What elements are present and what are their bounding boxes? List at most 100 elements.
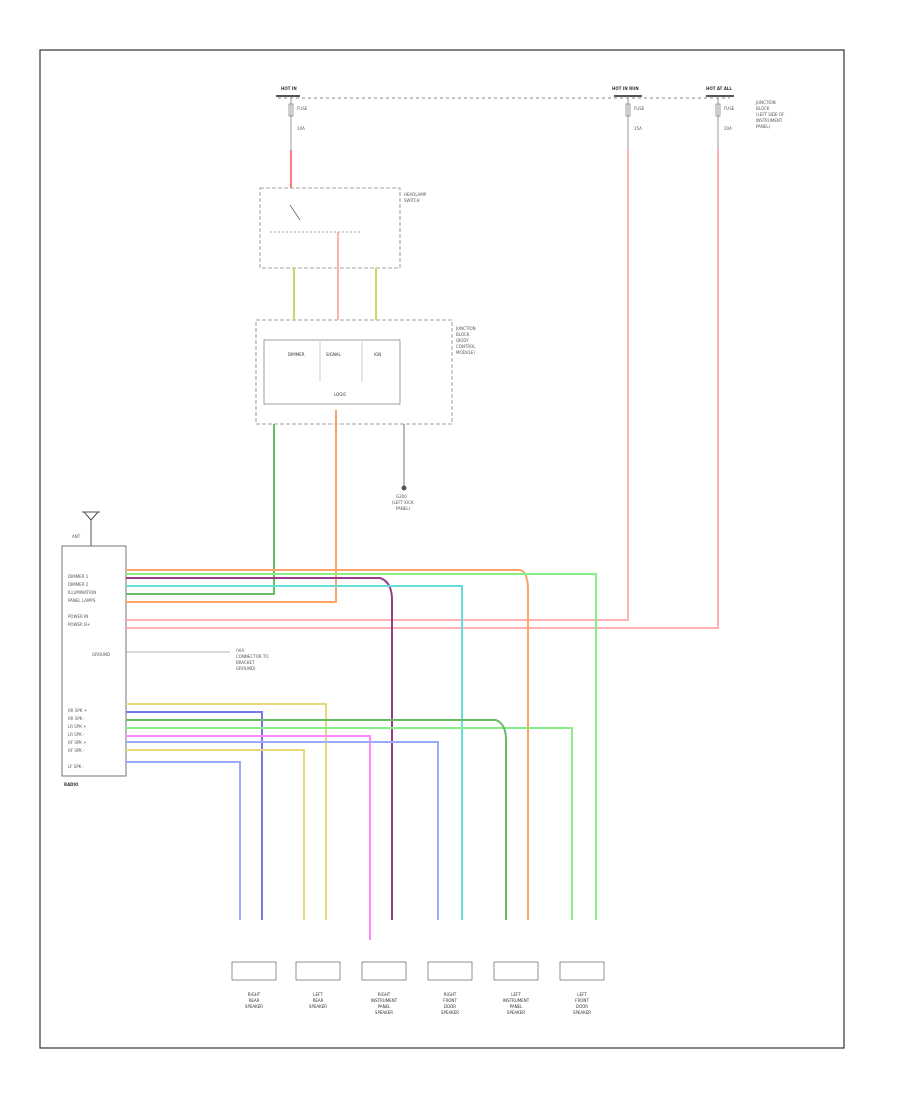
svg-text:POWER IN: POWER IN xyxy=(68,614,88,619)
speaker-body xyxy=(361,961,407,981)
svg-text:FUSE: FUSE xyxy=(634,106,645,111)
svg-text:GROUND): GROUND) xyxy=(236,666,256,671)
svg-text:10A: 10A xyxy=(297,126,305,131)
svg-text:15A: 15A xyxy=(634,126,642,131)
wires xyxy=(126,148,719,940)
speaker-label: DOOR xyxy=(576,1004,588,1009)
speaker-label: RIGHT xyxy=(378,992,391,997)
wire-illumination xyxy=(126,424,275,595)
svg-text:LF SPK -: LF SPK - xyxy=(68,764,85,769)
speaker-label: LEFT xyxy=(511,992,521,997)
headlamp-switch: HEADLAMP SWITCH xyxy=(259,187,427,269)
speaker-body xyxy=(295,961,341,981)
power-source-2: HOT IN RUN FUSE 15A xyxy=(612,86,645,148)
svg-text:(LEFT SIDE OF: (LEFT SIDE OF xyxy=(756,112,785,117)
svg-text:INSTRUMENT: INSTRUMENT xyxy=(756,118,783,123)
speakers: RIGHTREARSPEAKERLEFTREARSPEAKERRIGHTINST… xyxy=(231,961,605,1015)
speaker-label: INSTRUMENT xyxy=(371,998,398,1003)
wire-li-panel xyxy=(126,719,507,920)
speaker-label: SPEAKER xyxy=(375,1010,393,1015)
power-source-title: HOT IN RUN xyxy=(612,86,639,91)
diagram-frame xyxy=(39,49,845,1049)
speaker-label: SPEAKER xyxy=(309,1004,327,1009)
speaker-label: REAR xyxy=(249,998,260,1003)
svg-text:RF SPK -: RF SPK - xyxy=(68,748,85,753)
power-source-3: HOT AT ALL FUSE 20A xyxy=(706,86,735,148)
speaker-label: SPEAKER xyxy=(441,1010,459,1015)
speaker-label: FRONT xyxy=(575,998,589,1003)
svg-text:(LEFT KICK: (LEFT KICK xyxy=(392,500,414,505)
speaker-label: RIGHT xyxy=(444,992,457,997)
svg-text:BLOCK: BLOCK xyxy=(456,332,470,337)
speaker-label: RIGHT xyxy=(248,992,261,997)
svg-text:GROUND: GROUND xyxy=(92,652,110,657)
power-source-1: HOT IN FUSE 10A xyxy=(276,86,308,150)
wire-power-bplus xyxy=(126,148,719,629)
svg-text:MODULE): MODULE) xyxy=(456,350,475,355)
svg-text:RR SPK -: RR SPK - xyxy=(68,716,86,721)
svg-text:FUSE: FUSE xyxy=(724,106,735,111)
wire-rr-minus xyxy=(126,711,263,920)
svg-text:G200: G200 xyxy=(396,494,407,499)
svg-text:CONTROL: CONTROL xyxy=(456,344,476,349)
speaker-label: DOOR xyxy=(444,1004,456,1009)
speaker-label: PANEL xyxy=(510,1004,523,1009)
wire-power-in xyxy=(126,148,629,621)
svg-text:(BODY: (BODY xyxy=(456,338,469,343)
svg-text:ILLUMINATION: ILLUMINATION xyxy=(68,590,96,595)
svg-text:PANEL LAMPS: PANEL LAMPS xyxy=(68,598,96,603)
antenna: ANT xyxy=(72,511,100,546)
svg-text:(VIA: (VIA xyxy=(236,648,244,653)
radio-ground: (VIA CONNECTOR TO BRACKET GROUND) xyxy=(126,648,268,671)
ground-g200: G200 (LEFT KICK PANEL) xyxy=(392,424,414,511)
svg-text:BLOCK: BLOCK xyxy=(756,106,770,111)
speaker-label: INSTRUMENT xyxy=(503,998,530,1003)
svg-text:RR SPK +: RR SPK + xyxy=(68,708,87,713)
wire-lr-plus xyxy=(126,727,573,920)
svg-text:RADIO: RADIO xyxy=(64,782,79,787)
svg-text:CONNECTOR TO: CONNECTOR TO xyxy=(236,654,268,659)
speaker-body xyxy=(559,961,605,981)
speaker-body xyxy=(231,961,277,981)
speaker-label: REAR xyxy=(313,998,324,1003)
svg-text:JUNCTION: JUNCTION xyxy=(755,100,776,105)
wire-rf-minus xyxy=(126,741,439,920)
svg-text:DIMMER 2: DIMMER 2 xyxy=(68,582,89,587)
speaker-label: SPEAKER xyxy=(573,1010,591,1015)
module-logic: LOGIC xyxy=(334,392,347,397)
module-cell-ign: IGN xyxy=(374,352,381,357)
speaker-body xyxy=(427,961,473,981)
svg-text:ANT: ANT xyxy=(72,534,81,539)
speaker-label: LEFT xyxy=(577,992,587,997)
wire-lf-minus xyxy=(126,761,241,920)
svg-text:PANEL): PANEL) xyxy=(396,506,411,511)
speaker-label: SPEAKER xyxy=(507,1010,525,1015)
svg-text:RF SPK +: RF SPK + xyxy=(68,740,87,745)
svg-text:LR SPK -: LR SPK - xyxy=(68,732,85,737)
speaker-label: LEFT xyxy=(313,992,323,997)
svg-text:DIMMER 1: DIMMER 1 xyxy=(68,574,89,579)
svg-text:HEADLAMP: HEADLAMP xyxy=(404,192,427,197)
power-note: JUNCTION BLOCK (LEFT SIDE OF INSTRUMENT … xyxy=(755,100,785,129)
svg-text:LR SPK +: LR SPK + xyxy=(68,724,86,729)
wire-rf-door xyxy=(126,585,463,920)
svg-text:20A: 20A xyxy=(724,126,732,131)
wire-rr-plus xyxy=(126,703,327,920)
radio: RADIO DIMMER 1 DIMMER 2 ILLUMINATION PAN… xyxy=(61,545,127,787)
svg-text:POWER B+: POWER B+ xyxy=(68,622,90,627)
wire-panel-lamps xyxy=(126,410,337,603)
module-cell-dimmer: DIMMER xyxy=(288,352,305,357)
svg-text:BRACKET: BRACKET xyxy=(236,660,255,665)
wire-lr-minus xyxy=(126,749,305,920)
speaker-label: FRONT xyxy=(443,998,457,1003)
svg-text:PANEL): PANEL) xyxy=(756,124,771,129)
speaker-label: SPEAKER xyxy=(245,1004,263,1009)
